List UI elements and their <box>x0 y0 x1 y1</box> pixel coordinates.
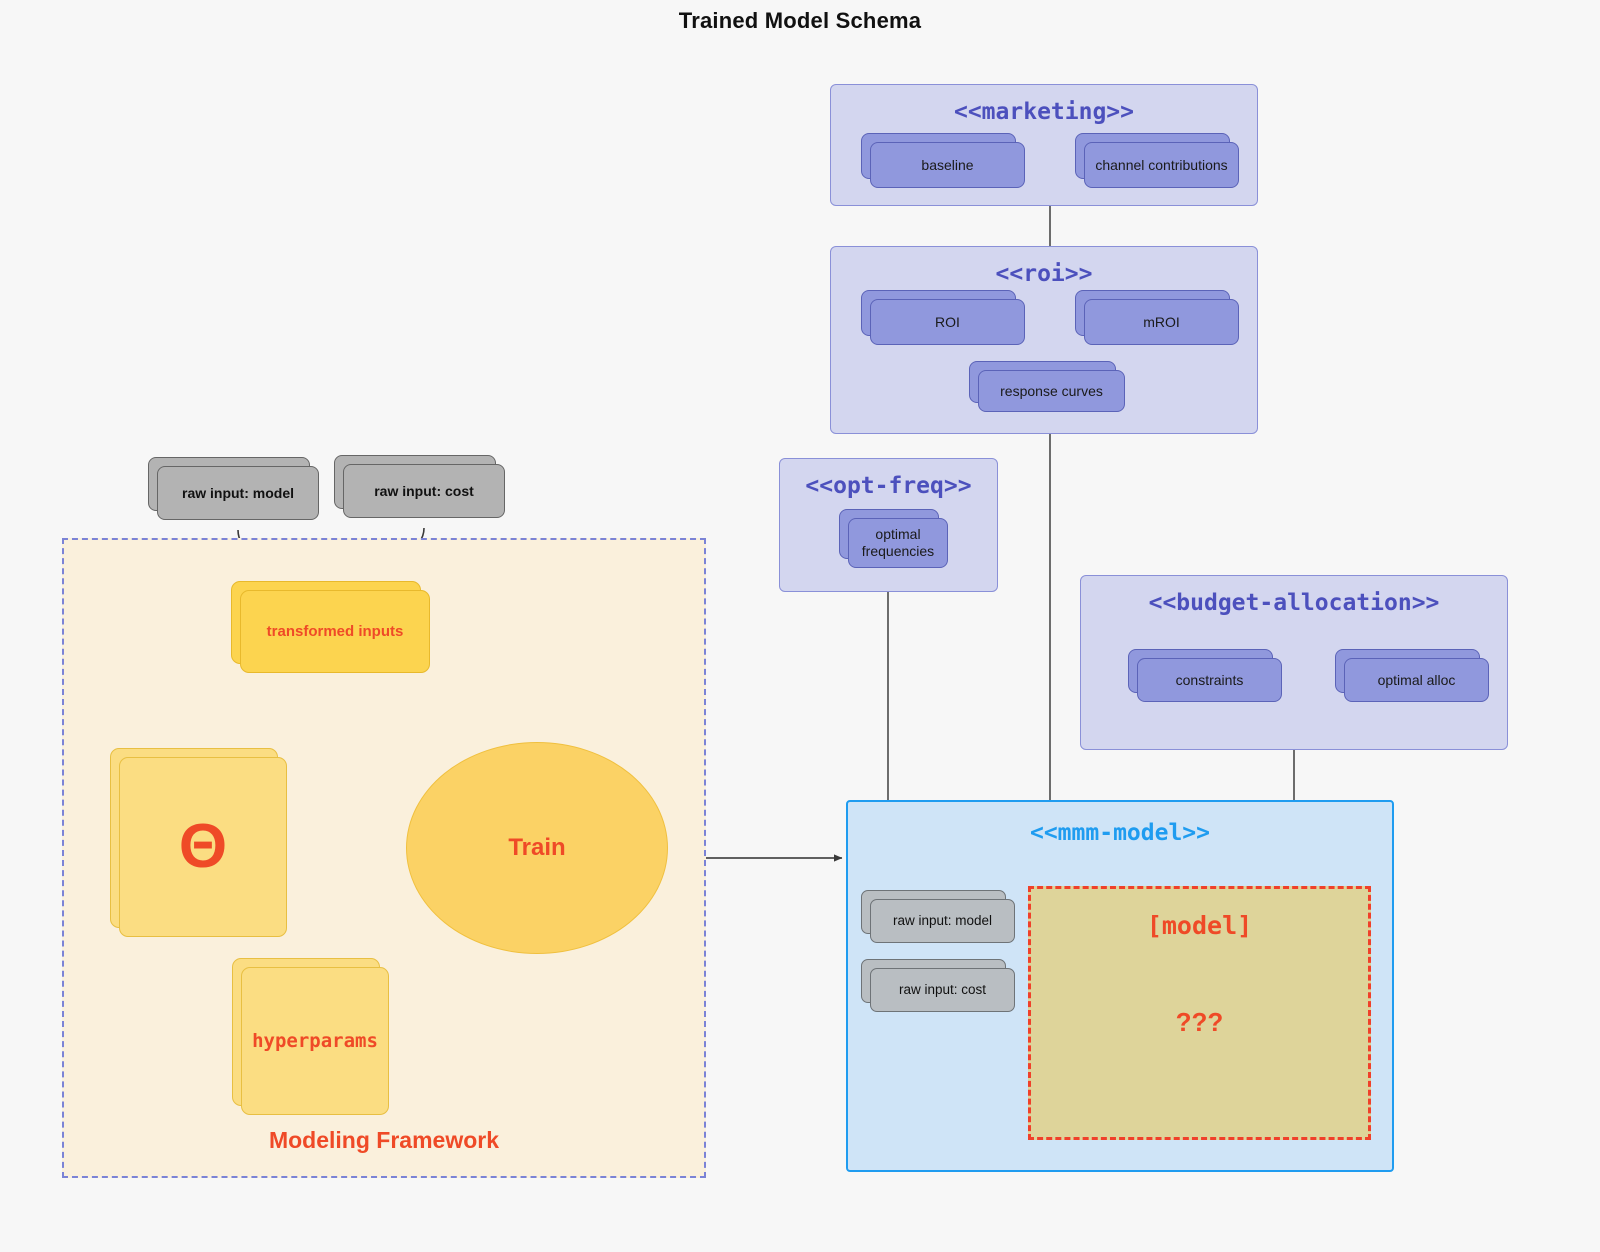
card-optimal-alloc[interactable]: optimal alloc <box>1335 649 1489 702</box>
card-response-curves-label: response curves <box>978 370 1125 412</box>
package-opt-freq[interactable]: <<opt-freq>> optimal frequencies <box>779 458 998 592</box>
card-channel-contributions[interactable]: channel contributions <box>1075 133 1239 188</box>
model-placeholder-label: [model] <box>1146 911 1253 940</box>
package-marketing[interactable]: <<marketing>> baseline channel contribut… <box>830 84 1258 206</box>
package-marketing-title: <<marketing>> <box>953 99 1134 125</box>
card-mmm-raw-input-model-label: raw input: model <box>870 899 1015 943</box>
train-node[interactable]: Train <box>406 742 668 954</box>
card-optimal-alloc-label: optimal alloc <box>1344 658 1489 702</box>
train-node-label: Train <box>508 834 566 861</box>
card-theta[interactable]: Θ <box>110 748 287 937</box>
card-channel-contributions-label: channel contributions <box>1084 142 1239 188</box>
card-mmm-raw-input-cost[interactable]: raw input: cost <box>861 959 1015 1012</box>
package-mmm-model[interactable]: <<mmm-model>> raw input: model raw input… <box>846 800 1394 1172</box>
package-budget-allocation[interactable]: <<budget-allocation>> constraints optima… <box>1080 575 1508 750</box>
package-opt-freq-title: <<opt-freq>> <box>805 473 972 499</box>
card-hyperparams[interactable]: hyperparams <box>232 958 389 1115</box>
package-mmm-model-title: <<mmm-model>> <box>1029 820 1210 846</box>
card-baseline[interactable]: baseline <box>861 133 1025 188</box>
card-transformed-inputs[interactable]: transformed inputs <box>231 581 430 673</box>
card-theta-label: Θ <box>119 757 287 937</box>
modeling-framework-label: Modeling Framework <box>268 1127 500 1153</box>
card-raw-input-cost[interactable]: raw input: cost <box>334 455 505 518</box>
card-raw-input-cost-label: raw input: cost <box>343 464 505 518</box>
package-roi[interactable]: <<roi>> ROI mROI response curves <box>830 246 1258 434</box>
card-constraints[interactable]: constraints <box>1128 649 1282 702</box>
card-baseline-label: baseline <box>870 142 1025 188</box>
card-optimal-frequencies[interactable]: optimal frequencies <box>839 509 948 568</box>
card-roi[interactable]: ROI <box>861 290 1025 345</box>
card-raw-input-model-label: raw input: model <box>157 466 319 520</box>
card-hyperparams-label: hyperparams <box>241 967 389 1115</box>
card-raw-input-model[interactable]: raw input: model <box>148 457 319 520</box>
package-budget-allocation-title: <<budget-allocation>> <box>1148 590 1440 616</box>
card-mmm-raw-input-cost-label: raw input: cost <box>870 968 1015 1012</box>
model-placeholder-unknown: ??? <box>1175 1007 1224 1037</box>
model-placeholder-box[interactable]: [model] ??? <box>1028 886 1371 1140</box>
card-response-curves[interactable]: response curves <box>969 361 1125 412</box>
card-mmm-raw-input-model[interactable]: raw input: model <box>861 890 1015 943</box>
page-title: Trained Model Schema <box>678 8 922 33</box>
card-constraints-label: constraints <box>1137 658 1282 702</box>
card-mroi-label: mROI <box>1084 299 1239 345</box>
card-transformed-inputs-label: transformed inputs <box>240 590 430 673</box>
card-optimal-frequencies-label: optimal frequencies <box>848 518 948 568</box>
package-roi-title: <<roi>> <box>995 261 1093 287</box>
card-mroi[interactable]: mROI <box>1075 290 1239 345</box>
card-roi-label: ROI <box>870 299 1025 345</box>
